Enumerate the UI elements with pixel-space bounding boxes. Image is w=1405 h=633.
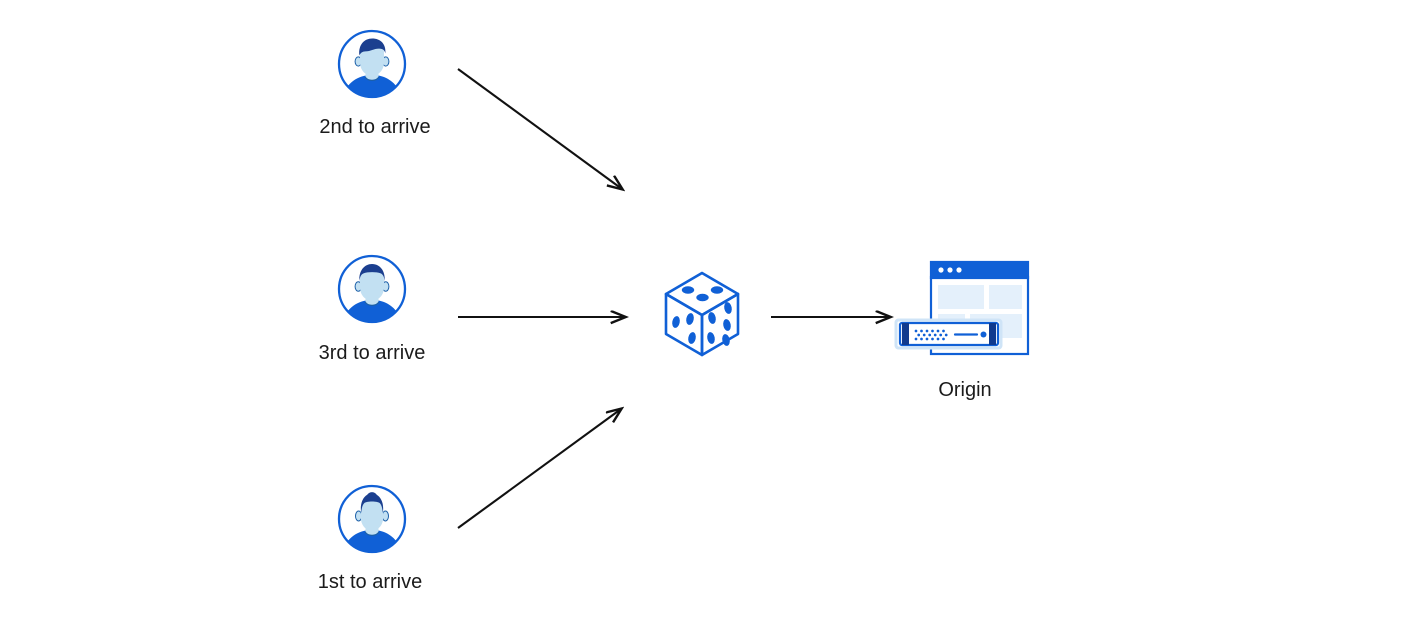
dice-cube-icon (664, 271, 740, 357)
node-label-origin: Origin (938, 379, 992, 401)
user-avatar-icon (337, 254, 407, 324)
node-label-user-3rd: 3rd to arrive (318, 342, 426, 364)
node-user-2nd[interactable] (336, 28, 408, 105)
server-device-icon (894, 318, 1003, 350)
arrow-user1-to-dice (457, 409, 621, 529)
node-label-user-1st: 1st to arrive (317, 571, 423, 593)
node-user-3rd[interactable] (336, 253, 408, 330)
node-origin[interactable] (893, 258, 1038, 368)
node-randomizer[interactable] (661, 268, 743, 365)
node-label-user-2nd: 2nd to arrive (319, 116, 431, 138)
node-user-1st[interactable] (336, 483, 408, 560)
origin-server-browser-icon (894, 260, 1030, 356)
user-avatar-icon (337, 29, 407, 99)
user-avatar-icon (337, 484, 407, 554)
